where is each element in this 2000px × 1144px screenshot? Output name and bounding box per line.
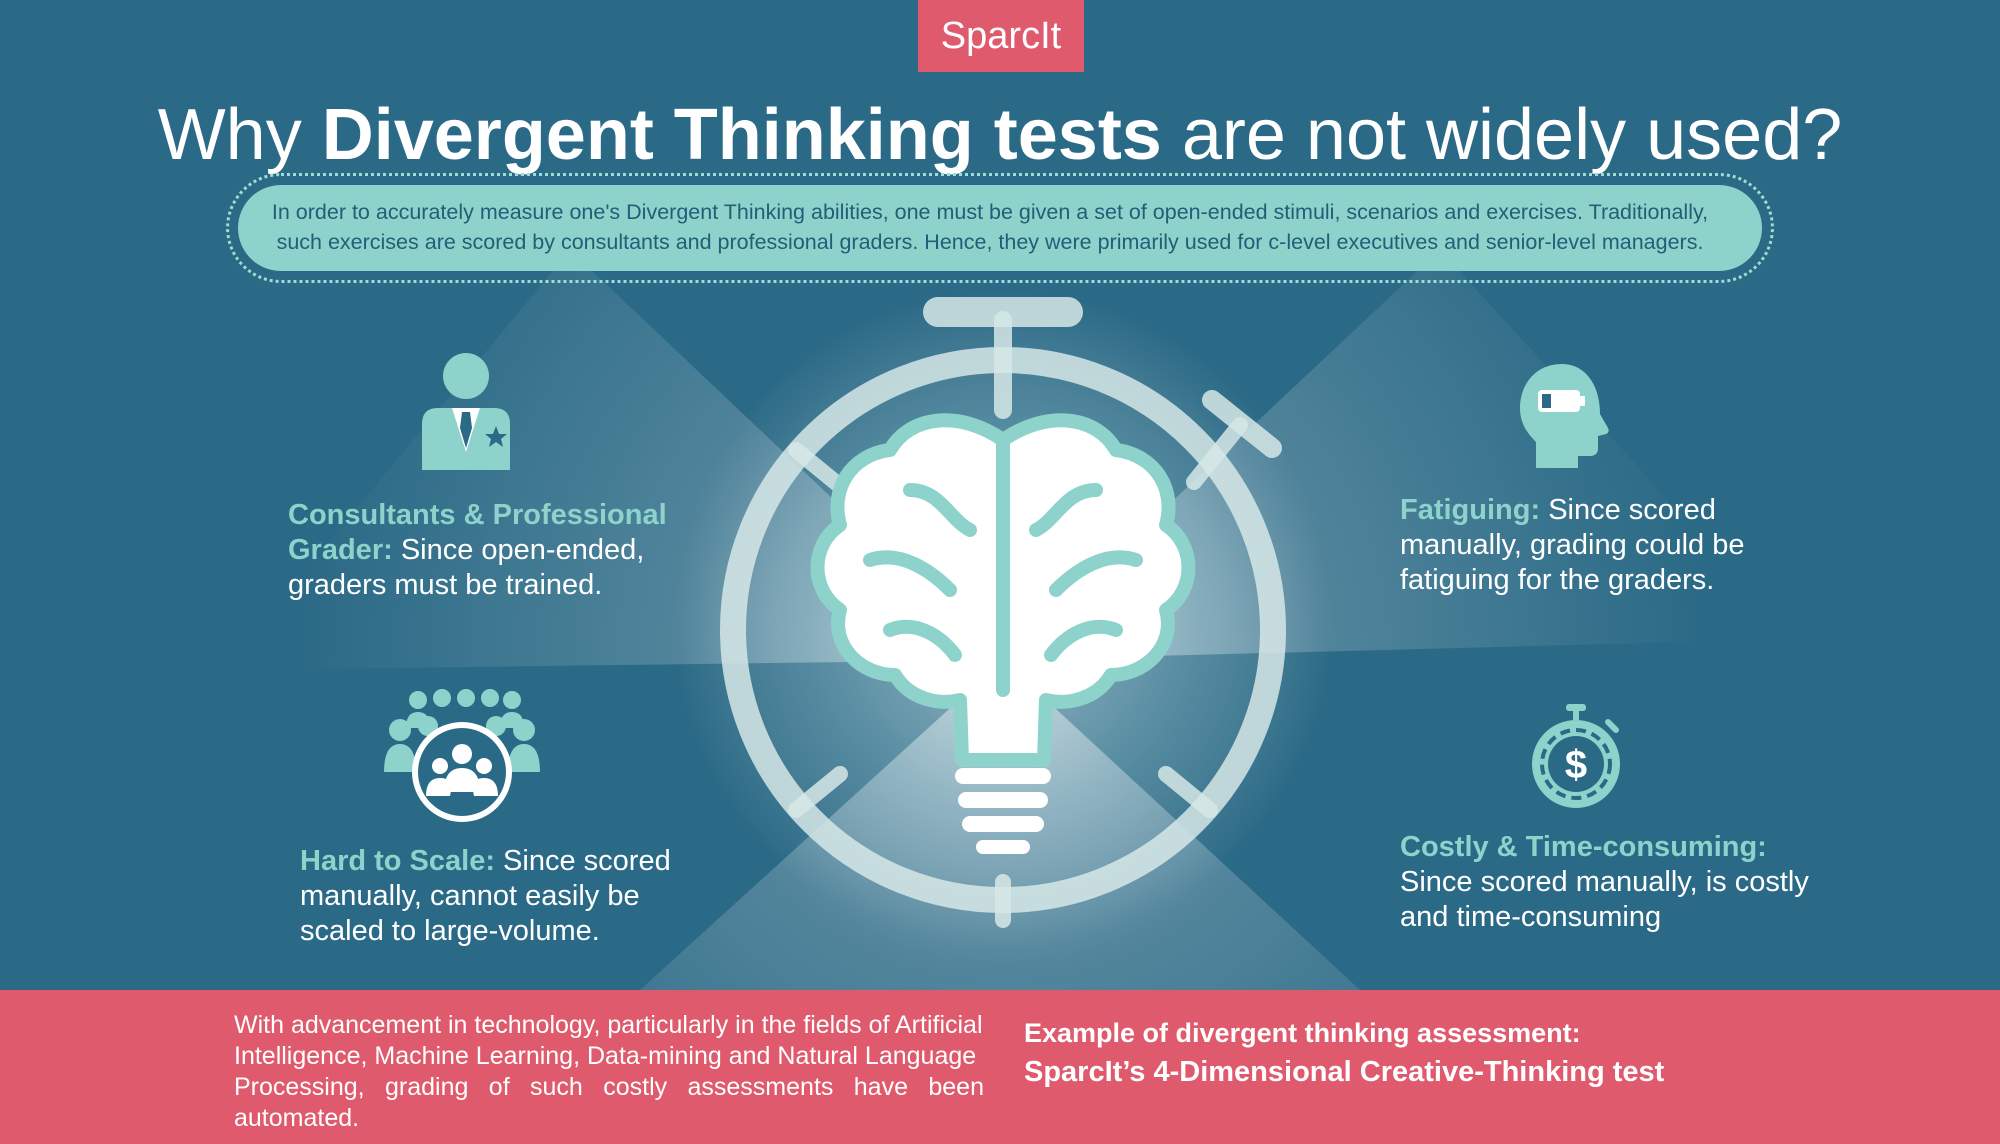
consultants-heading-line-2: Grader: <box>288 534 393 566</box>
dollar-stopwatch-icon: $ <box>1532 704 1620 808</box>
intro-dotted-border <box>226 173 1774 283</box>
logo-text: SparcIt <box>940 14 1062 57</box>
intro-line-1: In order to accurately measure one's Div… <box>271 200 1709 224</box>
footer-banner: With advancement in technology, particul… <box>0 990 2000 1144</box>
title-prefix: Why <box>157 95 322 175</box>
fatiguing-text-line-1: Since scored <box>1540 494 1716 526</box>
costly-heading: Costly & Time-consuming: <box>1400 831 1767 863</box>
costly-text-line-2: and time-consuming <box>1400 901 1662 933</box>
svg-text:$: $ <box>1565 743 1587 787</box>
footer-example-label: Example of divergent thinking assessment… <box>1024 1018 1581 1048</box>
fatiguing-text-line-3: fatiguing for the graders. <box>1400 564 1715 596</box>
consultants-heading-line-1: Consultants & Professional <box>288 499 667 531</box>
scale-text-line-2: manually, cannot easily be <box>300 880 640 912</box>
footer-left-line-2: Intelligence, Machine Learning, Data-min… <box>234 1042 977 1070</box>
reason-hard-to-scale: Hard to Scale: Since scored manually, ca… <box>300 844 700 949</box>
footer-left-line-3: Processing, grading of such costly asses… <box>234 1073 984 1132</box>
head-low-battery-icon <box>1520 364 1609 468</box>
consultant-person-icon <box>422 353 510 470</box>
footer-left-line-1: With advancement in technology, particul… <box>234 1011 983 1039</box>
intro-line-2: such exercises are scored by consultants… <box>276 230 1704 254</box>
fatiguing-text-line-2: manually, grading could be <box>1400 529 1745 561</box>
scale-text-line-3: scaled to large-volume. <box>300 915 600 947</box>
consultants-text-line-1: Since open-ended, <box>392 534 645 566</box>
footer-example-test-name: SparcIt’s 4-Dimensional Creative-Thinkin… <box>1024 1056 1665 1088</box>
scale-heading: Hard to Scale: <box>300 845 495 877</box>
brain-lightbulb-stopwatch-icon <box>720 297 1286 928</box>
intro-banner: In order to accurately measure one's Div… <box>238 185 1762 271</box>
page-title: Why Divergent Thinking tests are not wid… <box>0 90 2000 180</box>
reason-fatiguing: Fatiguing: Since scored manually, gradin… <box>1400 493 1800 598</box>
fatiguing-heading: Fatiguing: <box>1400 494 1541 526</box>
crowd-people-icon <box>384 689 540 822</box>
footer-example: Example of divergent thinking assessment… <box>1024 1014 1924 1092</box>
scale-text-line-1: Since scored <box>495 845 671 877</box>
reason-consultants: Consultants & Professional Grader: Since… <box>288 498 708 603</box>
footer-automation-text: With advancement in technology, particul… <box>234 1010 984 1134</box>
sparcit-logo: SparcIt <box>918 0 1084 72</box>
title-suffix: are not widely used? <box>1161 95 1843 175</box>
reason-costly: Costly & Time-consuming: Since scored ma… <box>1400 830 1860 935</box>
costly-text-line-1: Since scored manually, is costly <box>1400 866 1809 898</box>
consultants-text-line-2: graders must be trained. <box>288 569 603 601</box>
title-bold: Divergent Thinking tests <box>321 95 1162 175</box>
